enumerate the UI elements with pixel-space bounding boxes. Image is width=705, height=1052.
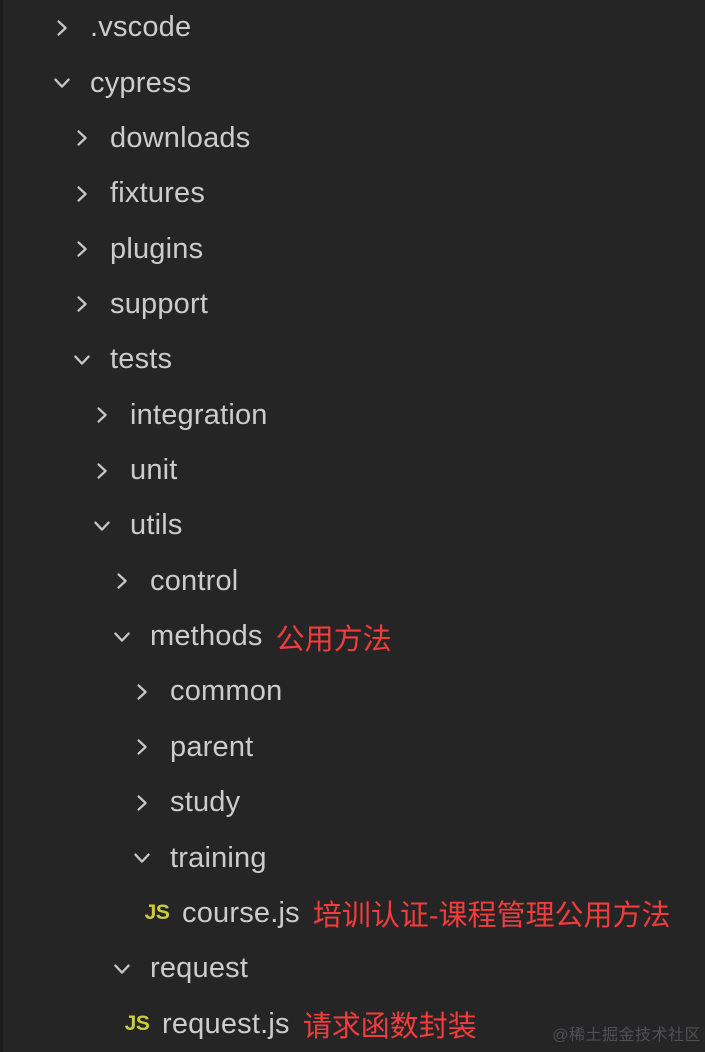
chevron-right-icon[interactable] xyxy=(50,16,74,40)
panel-left-edge xyxy=(0,0,3,1052)
tree-item-downloads[interactable]: downloads xyxy=(0,111,705,166)
tree-item-unit[interactable]: unit xyxy=(0,443,705,498)
tree-item-plugins[interactable]: plugins xyxy=(0,221,705,276)
item-label: common xyxy=(170,675,283,708)
tree-item-.vscode[interactable]: .vscode xyxy=(0,0,705,55)
chevron-down-icon[interactable] xyxy=(110,957,134,981)
item-annotation: 公用方法 xyxy=(275,623,392,656)
chevron-right-icon[interactable] xyxy=(130,735,154,759)
item-label: support xyxy=(110,287,209,320)
item-label: fixtures xyxy=(110,177,206,210)
item-label: unit xyxy=(130,454,178,487)
tree-item-support[interactable]: support xyxy=(0,277,705,332)
tree-item-methods[interactable]: methods 公用方法 xyxy=(0,609,705,664)
chevron-right-icon[interactable] xyxy=(70,237,94,261)
tree-item-training[interactable]: training xyxy=(0,830,705,885)
chevron-down-icon[interactable] xyxy=(90,514,114,538)
item-label: methods xyxy=(150,620,263,653)
item-label: tests xyxy=(110,343,173,376)
chevron-down-icon[interactable] xyxy=(50,71,74,95)
item-label: .vscode xyxy=(90,11,192,44)
chevron-right-icon[interactable] xyxy=(70,126,94,150)
tree-item-common[interactable]: common xyxy=(0,664,705,719)
chevron-right-icon[interactable] xyxy=(110,569,134,593)
tree-item-tests[interactable]: tests xyxy=(0,332,705,387)
chevron-right-icon[interactable] xyxy=(70,292,94,316)
tree-item-request.js[interactable]: JS request.js 请求函数封装 xyxy=(0,996,705,1051)
item-annotation: 请求函数封装 xyxy=(302,1011,477,1044)
item-label: utils xyxy=(130,509,183,542)
chevron-right-icon[interactable] xyxy=(130,791,154,815)
item-label: cypress xyxy=(90,66,192,99)
tree-item-course.js[interactable]: JS course.js 培训认证-课程管理公用方法 xyxy=(0,886,705,941)
chevron-down-icon[interactable] xyxy=(130,846,154,870)
chevron-right-icon[interactable] xyxy=(130,680,154,704)
item-label: integration xyxy=(130,398,268,431)
item-label: control xyxy=(150,564,239,597)
chevron-down-icon[interactable] xyxy=(110,625,134,649)
item-label: request.js xyxy=(162,1007,290,1040)
chevron-right-icon[interactable] xyxy=(90,459,114,483)
watermark-text: @稀土掘金技术社区 xyxy=(552,1027,701,1044)
item-label: parent xyxy=(170,730,254,763)
item-annotation: 培训认证-课程管理公用方法 xyxy=(312,900,671,933)
chevron-right-icon[interactable] xyxy=(90,403,114,427)
tree-item-utils[interactable]: utils xyxy=(0,498,705,553)
tree-item-integration[interactable]: integration xyxy=(0,388,705,443)
item-label: plugins xyxy=(110,232,204,265)
item-label: training xyxy=(170,841,267,874)
item-label: request xyxy=(150,952,249,985)
item-label: downloads xyxy=(110,121,251,154)
js-file-icon: JS xyxy=(144,901,170,925)
chevron-right-icon[interactable] xyxy=(70,182,94,206)
tree-item-cypress[interactable]: cypress xyxy=(0,55,705,110)
tree-item-study[interactable]: study xyxy=(0,775,705,830)
js-file-icon: JS xyxy=(124,1012,150,1036)
tree-item-request[interactable]: request xyxy=(0,941,705,996)
tree-item-control[interactable]: control xyxy=(0,554,705,609)
item-label: study xyxy=(170,786,241,819)
chevron-down-icon[interactable] xyxy=(70,348,94,372)
item-label: course.js xyxy=(182,896,300,929)
tree-item-fixtures[interactable]: fixtures xyxy=(0,166,705,221)
tree-item-parent[interactable]: parent xyxy=(0,720,705,775)
